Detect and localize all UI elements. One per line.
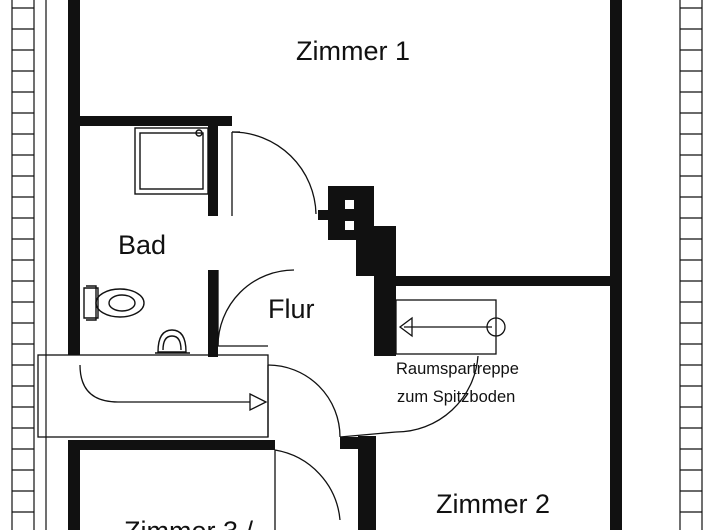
stair-annotation-line2: zum Spitzboden	[397, 388, 515, 406]
toilet-icon	[83, 285, 145, 321]
roof-slope-right	[679, 0, 703, 530]
exterior-walls	[68, 0, 622, 530]
corridor-stair-outline	[37, 354, 269, 438]
chimney-block	[328, 186, 396, 356]
sink-icon	[155, 329, 190, 354]
shower-icon	[134, 127, 209, 195]
stair-arrow-icon	[395, 299, 506, 355]
room-label-bad: Bad	[118, 230, 166, 260]
roof-slope-left	[11, 0, 47, 530]
interior-walls	[80, 116, 622, 530]
room-label-flur: Flur	[268, 294, 315, 324]
door-arc-icon	[217, 131, 479, 530]
room-label-zimmer2: Zimmer 2	[436, 489, 550, 519]
room-label-zimmer3: Zimmer 3 /	[124, 516, 254, 530]
room-label-zimmer1: Zimmer 1	[296, 36, 410, 66]
stair-annotation-line1: Raumspartreppe	[396, 360, 519, 378]
